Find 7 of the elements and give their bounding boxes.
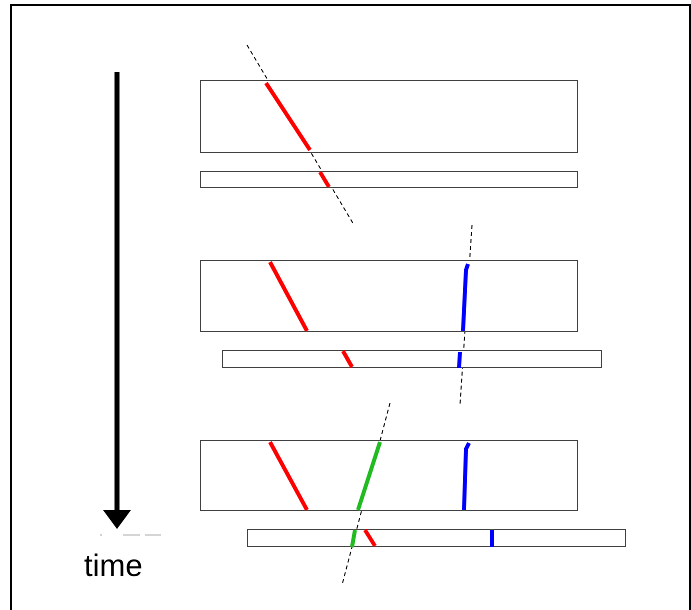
rock-layer-block	[247, 529, 626, 547]
rock-layer-block	[222, 350, 602, 368]
rock-layer-block	[200, 260, 578, 332]
rock-layer-block	[200, 80, 578, 153]
rock-layer-block	[200, 440, 578, 511]
axis-label: time	[84, 548, 143, 584]
rock-layer-block	[200, 171, 578, 188]
